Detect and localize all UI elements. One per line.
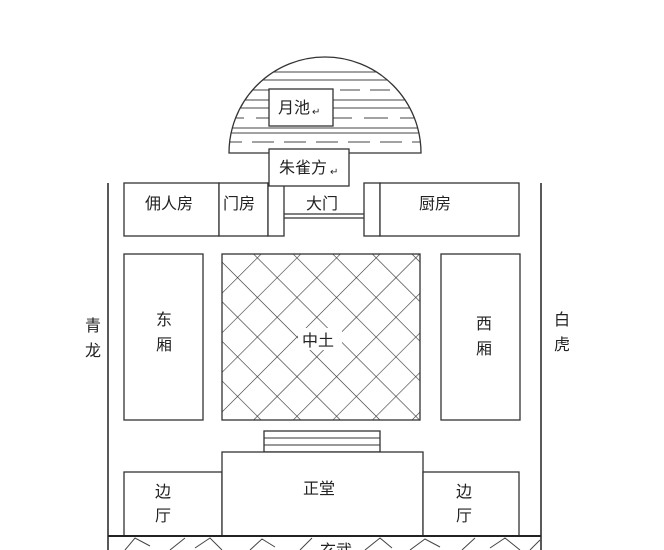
baihu-label: 虎 bbox=[554, 335, 570, 354]
east-wing-label: 厢 bbox=[156, 335, 172, 354]
steps bbox=[263, 430, 381, 453]
kitchen-label: 厨房 bbox=[419, 194, 451, 213]
xuanwu-label: 玄武 bbox=[320, 541, 352, 550]
main-gate: 大门 bbox=[284, 194, 364, 219]
east-wing-label: 东 bbox=[156, 310, 172, 329]
return-mark: ↵ bbox=[330, 167, 338, 178]
moon-pond: 月池 ↵ bbox=[228, 56, 422, 154]
main-gate-label: 大门 bbox=[306, 194, 338, 213]
return-mark: ↵ bbox=[312, 107, 320, 118]
baihu-label: 白 bbox=[554, 310, 570, 329]
center-label: 中土 bbox=[302, 331, 334, 350]
side-hall-left-label: 厅 bbox=[155, 506, 171, 525]
xuanwu-rock-strip: 玄武 bbox=[108, 535, 541, 550]
main-hall bbox=[221, 451, 424, 537]
gate-pillar-left bbox=[267, 182, 285, 237]
qinglong-label: 青 bbox=[85, 316, 101, 335]
side-hall-right-label: 边 bbox=[456, 482, 472, 501]
west-wing-label: 厢 bbox=[476, 339, 492, 358]
west-wing bbox=[440, 253, 521, 421]
gate-room-label: 门房 bbox=[223, 194, 255, 213]
servant-room-label: 佣人房 bbox=[145, 194, 193, 213]
side-hall-left bbox=[123, 471, 223, 537]
west-wing-label: 西 bbox=[476, 314, 492, 333]
side-hall-right bbox=[422, 471, 520, 537]
kitchen bbox=[379, 182, 520, 237]
main-hall-label: 正堂 bbox=[303, 479, 335, 498]
zhuque-label: 朱雀方 bbox=[279, 158, 327, 177]
gate-pillar-right bbox=[363, 182, 381, 237]
zhuque-box bbox=[268, 148, 350, 187]
moon-pond-label: 月池 bbox=[278, 98, 310, 117]
side-hall-left-label: 边 bbox=[155, 482, 171, 501]
east-wing bbox=[123, 253, 204, 421]
side-hall-right-label: 厅 bbox=[456, 506, 472, 525]
qinglong-label: 龙 bbox=[85, 341, 101, 360]
